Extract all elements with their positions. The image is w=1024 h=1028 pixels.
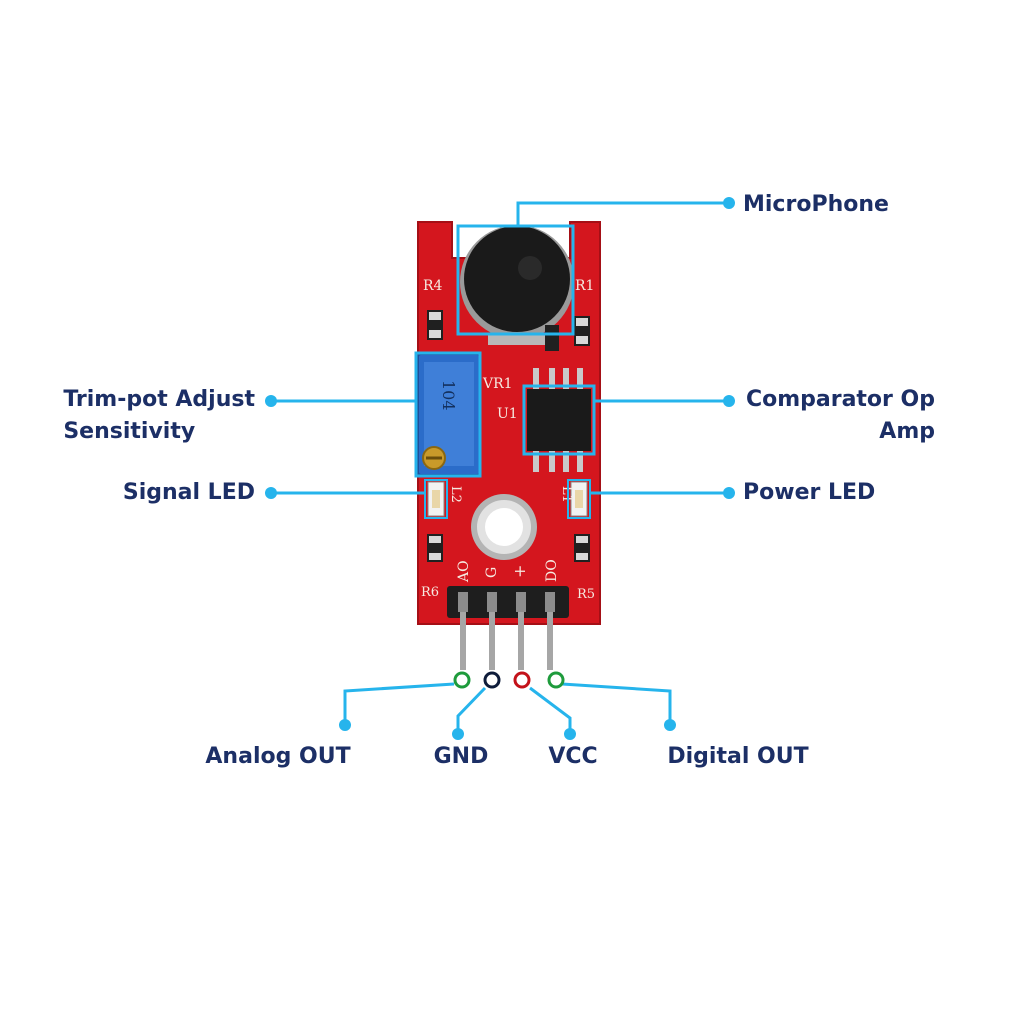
pot-marking: 104 xyxy=(439,380,458,411)
signal-led-icon xyxy=(427,481,445,517)
smd-components xyxy=(427,310,590,562)
trimpot-label-line1: Trim-pot Adjust xyxy=(63,387,255,412)
pin-ring-analog xyxy=(453,671,471,689)
microphone-dot xyxy=(723,197,735,209)
power-led-highlight-box xyxy=(567,479,591,519)
pin-ring-digital xyxy=(547,671,565,689)
trimpot-highlight-box xyxy=(414,351,482,478)
signal-led-highlight-box xyxy=(424,479,448,519)
digital-out-leader xyxy=(561,682,672,722)
silk-plus: + xyxy=(510,565,529,578)
comparator-label-line1: Comparator Op xyxy=(745,387,935,412)
mounting-hole xyxy=(471,494,537,560)
trimmer-potentiometer-icon xyxy=(417,353,481,476)
leader-lines xyxy=(271,201,729,733)
pin-ring-vcc xyxy=(513,671,531,689)
trimpot-dot xyxy=(265,395,277,407)
trimpot-label-line2: Sensitivity xyxy=(63,419,196,444)
power-led-label: Power LED xyxy=(743,480,876,505)
comparator-dot xyxy=(723,395,735,407)
gnd-dot xyxy=(452,728,464,740)
vcc-dot xyxy=(564,728,576,740)
silk-do: DO xyxy=(544,559,560,582)
gnd-label: GND xyxy=(433,744,489,769)
signal-led-label: Signal LED xyxy=(122,480,255,505)
op-amp-chip-icon xyxy=(527,368,591,472)
silk-r5: R5 xyxy=(577,587,595,602)
silk-r4: R4 xyxy=(423,278,443,294)
vcc-leader xyxy=(529,686,572,733)
microphone-capsule-icon xyxy=(460,225,574,345)
silk-r6: R6 xyxy=(421,585,439,600)
vcc-label: VCC xyxy=(548,744,598,769)
digital-out-dot xyxy=(664,719,676,731)
analog-out-leader xyxy=(343,682,455,722)
silk-u1: U1 xyxy=(497,406,518,422)
chip-highlight-box xyxy=(522,384,596,456)
power-led-dot xyxy=(723,487,735,499)
power-led-icon xyxy=(570,481,588,517)
silk-g: G xyxy=(484,567,500,578)
analog-out-label: Analog OUT xyxy=(205,744,351,769)
microphone-highlight-box xyxy=(456,224,575,336)
leader-dots xyxy=(265,197,735,740)
analog-out-dot xyxy=(339,719,351,731)
comparator-label-line2: Amp xyxy=(879,419,935,444)
pin-ring-gnd xyxy=(483,671,501,689)
silk-r1: R1 xyxy=(575,278,594,294)
microphone-leader xyxy=(516,201,729,226)
digital-out-label: Digital OUT xyxy=(667,744,809,769)
silk-ao: AO xyxy=(456,560,472,583)
silk-vr1: VR1 xyxy=(482,376,513,392)
trimpot-label: Trim-pot Adjust Sensitivity xyxy=(63,384,255,448)
signal-led-dot xyxy=(265,487,277,499)
comparator-label: Comparator Op Amp xyxy=(742,384,935,448)
silk-l2: L2 xyxy=(448,486,463,503)
pin-header-icon xyxy=(447,586,569,670)
silk-l1: L1 xyxy=(559,486,574,503)
gnd-leader xyxy=(456,686,487,733)
microphone-label: MicroPhone xyxy=(743,192,889,217)
sound-sensor-module: R4 R1 VR1 U1 L2 L1 AO G + DO R6 R5 104 xyxy=(417,221,601,670)
